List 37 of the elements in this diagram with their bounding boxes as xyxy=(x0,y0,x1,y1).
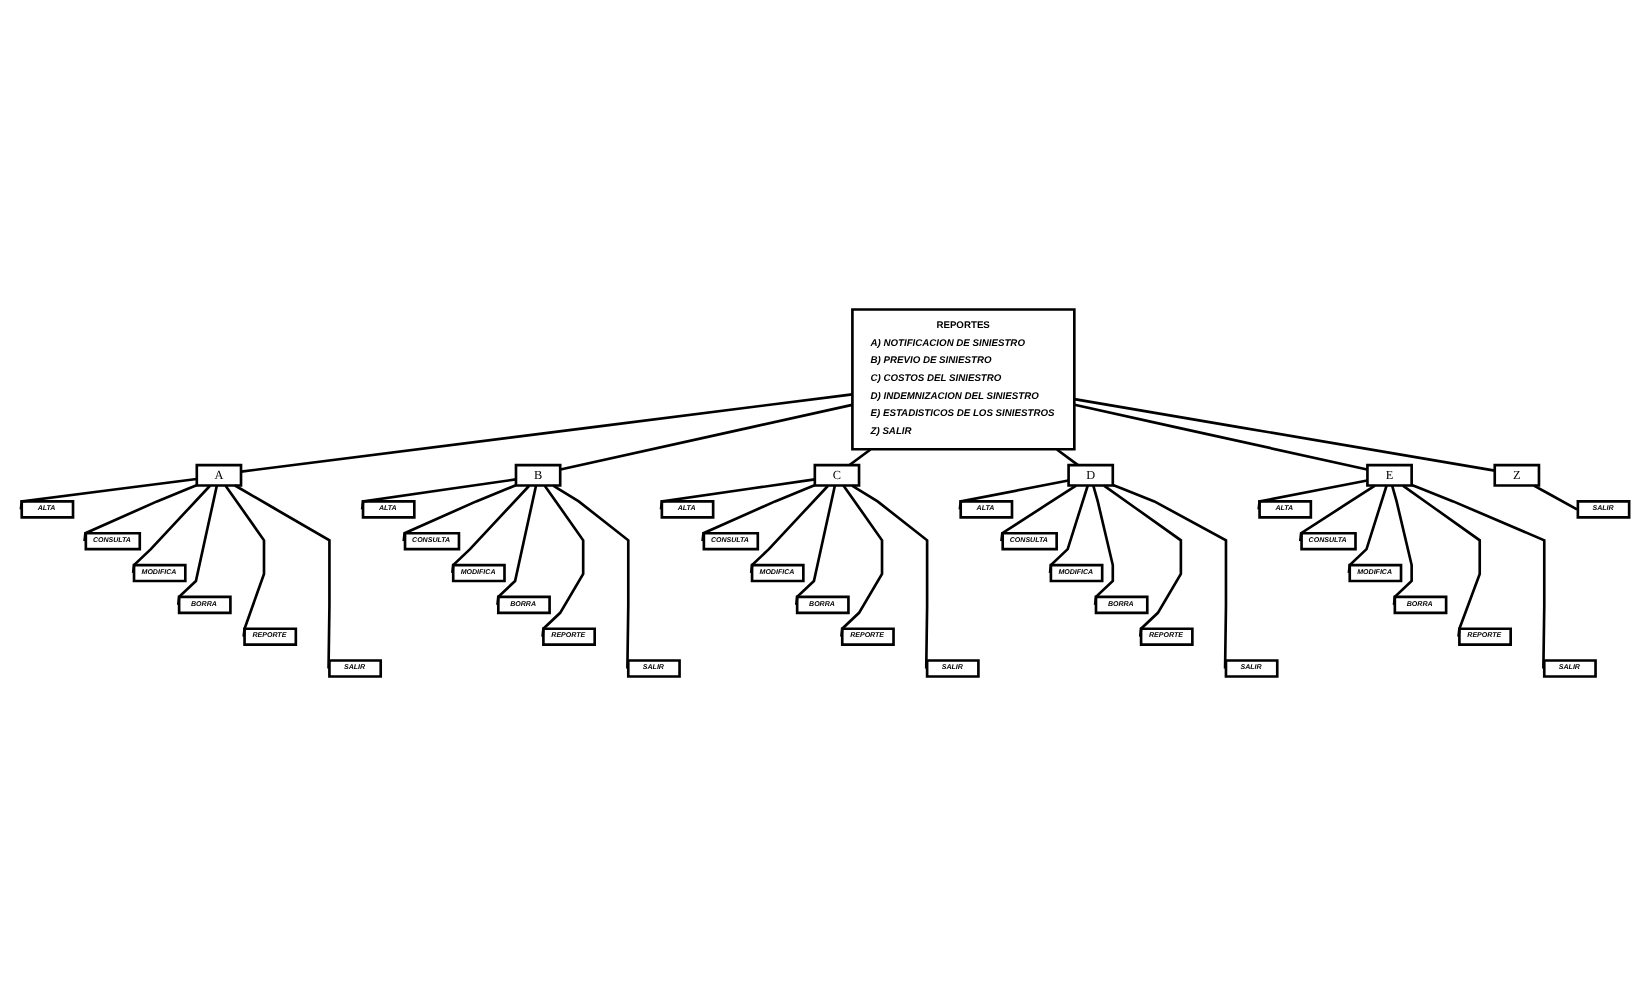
connector xyxy=(851,484,929,669)
connector xyxy=(749,484,829,574)
connector xyxy=(1411,483,1546,669)
connector xyxy=(176,485,219,605)
connector xyxy=(701,484,816,542)
connector xyxy=(1103,484,1183,637)
connector xyxy=(552,484,630,669)
connector xyxy=(1402,484,1482,637)
connector xyxy=(19,477,197,510)
connector xyxy=(1112,483,1228,669)
connector xyxy=(659,478,815,510)
connector xyxy=(1092,485,1115,605)
connector xyxy=(224,484,266,637)
connector xyxy=(560,403,853,471)
connector xyxy=(1347,485,1388,574)
connector xyxy=(234,484,331,669)
connector xyxy=(240,393,853,473)
connector xyxy=(1074,403,1368,471)
connector xyxy=(794,485,837,605)
connector xyxy=(1298,484,1376,542)
connector xyxy=(451,484,531,574)
connector xyxy=(496,485,538,605)
connector xyxy=(958,479,1069,510)
connector xyxy=(1257,479,1368,510)
connector xyxy=(1074,397,1495,472)
connector xyxy=(1056,448,1079,467)
connector xyxy=(840,484,884,637)
connector xyxy=(541,484,585,637)
connector xyxy=(1533,484,1578,511)
connector xyxy=(131,484,211,574)
connector xyxy=(1390,485,1413,605)
connector xyxy=(360,478,517,510)
connector xyxy=(1048,485,1089,574)
connector xyxy=(402,484,517,542)
connector xyxy=(848,448,872,467)
connector xyxy=(1000,484,1077,542)
connector xyxy=(83,484,198,542)
